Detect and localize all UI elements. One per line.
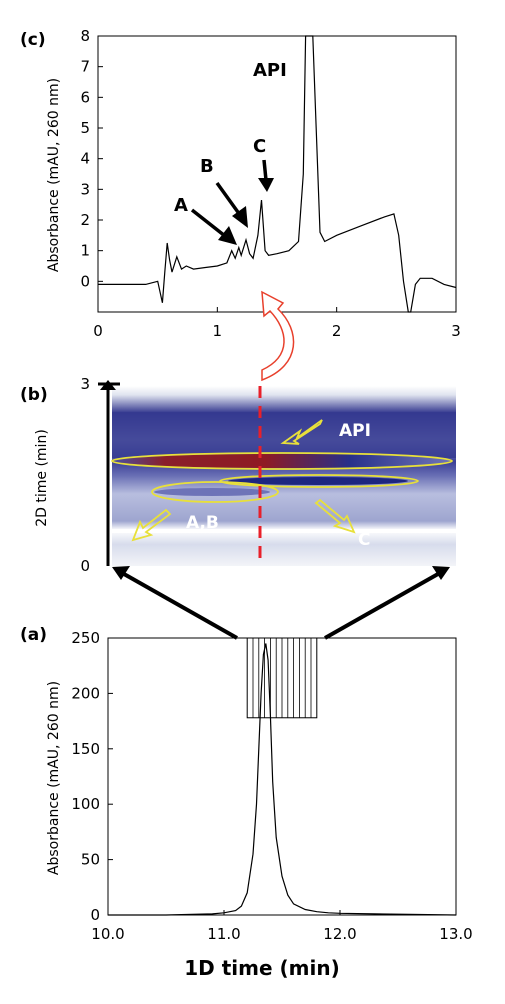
panel-c-ytick-label: 8 [80,27,90,45]
panel-label-b: (b) [20,385,48,405]
panel-b-ytick-3: 3 [80,375,90,393]
heatmap-white-line [112,529,456,533]
panel-a-ytick-label: 200 [71,684,100,702]
panel-c-xtick-label: 3 [451,322,461,340]
panel-a-series-line [108,643,457,916]
panel-a-xtick-label: 11.0 [207,925,240,943]
panel-c-xtick-label: 2 [332,322,342,340]
ellipse-api [111,452,453,470]
heatmap-label-ab: A,B [186,513,219,533]
panel-a-xtick-label: 10.0 [91,925,124,943]
panel-c-yaxis: 0 1 2 3 4 5 6 7 8 [80,27,103,290]
panel-c-ytick-label: 2 [80,211,90,229]
annotation-b: B [200,156,214,177]
panel-label-c: (c) [20,30,46,50]
panel-c-ytick-label: 1 [80,242,90,260]
panel-c-ytick-label: 5 [80,119,90,137]
panel-a-xlabel: 1D time (min) [184,956,339,980]
panel-c-ytick-label: 3 [80,180,90,198]
heatmap-ab-band [154,488,270,496]
heatmap-top-band [112,412,456,458]
panel-c-ytick-label: 0 [80,272,90,290]
connector-arrows [112,566,450,640]
panel-a-ytick-label: 250 [71,629,100,647]
panel-b-yaxis-arrowhead [100,380,116,390]
heatmap-c-band [228,477,408,485]
heatmap-api-band [114,454,450,468]
ellipse-ab [151,481,279,503]
panel-c-ytick-label: 4 [80,150,90,168]
panel-c-ytick-label: 6 [80,88,90,106]
panel-b-ytick-0: 0 [80,557,90,575]
annotation-c: C [253,136,266,157]
panel-c-xtick-label: 1 [213,322,223,340]
heatmap-label-c: C [358,530,370,550]
annotation-a: A [174,195,188,216]
panel-a-ytick-label: 100 [71,795,100,813]
heatmap-label-api: API [339,421,371,441]
panel-a-frame [107,637,457,916]
panel-a-ytick-label: 50 [81,851,100,869]
annotation-arrows [190,159,274,245]
panel-a-yaxis: 0 50 100 150 200 250 [71,629,113,924]
panel-a-ylabel: Absorbance (mAU, 260 nm) [46,681,62,875]
panel-a-ytick-label: 150 [71,740,100,758]
annotation-api: API [253,60,287,81]
panel-c-ytick-label: 7 [80,58,90,76]
panel-b-ylabel: 2D time (min) [34,429,50,527]
panel-c-xtick-label: 0 [93,322,103,340]
curved-link-arrow [261,290,295,382]
panel-label-a: (a) [20,625,47,645]
panel-a-xtick-label: 13.0 [439,925,472,943]
panel-c-series-line [98,35,457,313]
ellipse-c [219,474,419,488]
heatmap-open-arrows [131,419,356,542]
panel-a-xtick-label: 12.0 [323,925,356,943]
panel-a-ytick-label: 0 [90,906,100,924]
fraction-window [246,637,318,719]
panel-c-ylabel: Absorbance (mAU, 260 nm) [46,78,62,272]
panel-a-xaxis: 10.0 11.0 12.0 13.0 [91,910,473,943]
